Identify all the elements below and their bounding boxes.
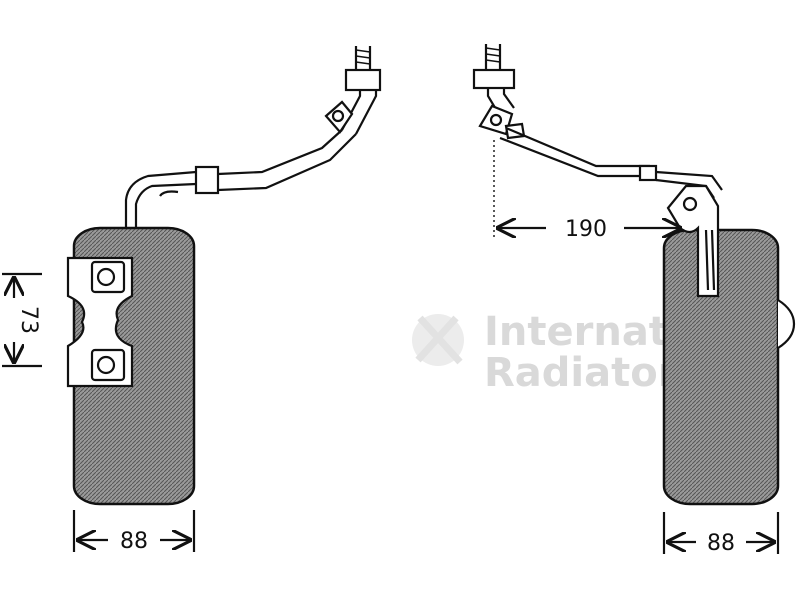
right-pipe-nut bbox=[638, 164, 658, 182]
left-fitting-nut bbox=[344, 68, 382, 92]
watermark-logo-icon bbox=[412, 314, 464, 366]
left-width-label: 88 bbox=[120, 529, 148, 554]
right-offset-dimension: 190 bbox=[493, 140, 680, 242]
right-pipe bbox=[472, 44, 723, 199]
left-receiver-drier-view: 73 88 bbox=[2, 46, 382, 554]
right-width-dimension: 88 bbox=[662, 512, 780, 556]
right-drier-body bbox=[662, 228, 780, 506]
left-height-dimension: 73 bbox=[2, 272, 42, 368]
left-width-dimension: 88 bbox=[72, 510, 196, 554]
right-width-label: 88 bbox=[707, 531, 735, 556]
right-offset-label: 190 bbox=[565, 217, 607, 242]
left-pipe-nut bbox=[194, 165, 220, 195]
right-fitting-nut bbox=[472, 68, 516, 90]
right-receiver-drier-view: 190 88 bbox=[472, 44, 796, 556]
right-mounting-bracket bbox=[666, 184, 796, 349]
left-pipe bbox=[124, 46, 382, 232]
left-height-label: 73 bbox=[16, 306, 41, 334]
left-mounting-bracket bbox=[66, 256, 134, 388]
